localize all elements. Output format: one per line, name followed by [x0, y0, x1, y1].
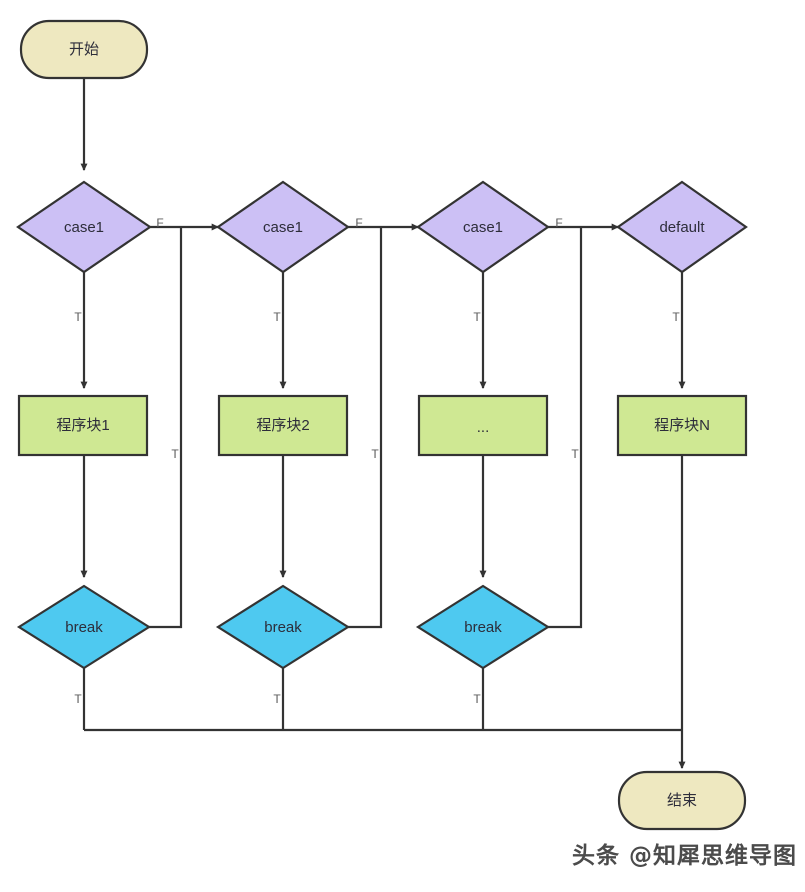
- edge-label-break3-false: T: [571, 447, 579, 461]
- edge-label-case2-true: T: [273, 310, 281, 324]
- edge-break3-false-up-to-default: [548, 228, 583, 629]
- edge-break1-false-up-to-case2: [149, 228, 183, 629]
- case1-shape: [16, 180, 152, 274]
- break3-label: break: [464, 619, 502, 636]
- case2-label: case1: [263, 219, 303, 236]
- node-block3[interactable]: ...: [417, 394, 549, 457]
- edge-label-case2-false: F: [355, 216, 362, 230]
- case1-label: case1: [64, 219, 104, 236]
- node-start[interactable]: 开始: [19, 19, 149, 80]
- break1-shape: [16, 584, 152, 670]
- break1-label: break: [65, 619, 103, 636]
- node-break1[interactable]: break: [16, 584, 152, 670]
- node-case2[interactable]: case1: [216, 180, 350, 274]
- break3-shape: [415, 584, 551, 670]
- node-case3[interactable]: case1: [416, 180, 550, 274]
- edge-label-default-true: T: [672, 310, 680, 324]
- start-label: 开始: [69, 41, 99, 58]
- edge-label-break1-false: T: [171, 447, 179, 461]
- node-block2[interactable]: 程序块2: [217, 394, 349, 457]
- edge-label-case3-true: T: [473, 310, 481, 324]
- case3-shape: [416, 180, 550, 274]
- break2-label: break: [264, 619, 302, 636]
- node-end[interactable]: 结束: [617, 770, 747, 831]
- edge-break2-false-up-to-case3: [348, 228, 383, 629]
- default-shape: [616, 180, 748, 274]
- case2-shape: [216, 180, 350, 274]
- edge-label-case1-false: F: [156, 216, 163, 230]
- block1-shape: [17, 394, 149, 457]
- block2-label: 程序块2: [256, 417, 309, 434]
- edge-label-case1-true: T: [74, 310, 82, 324]
- block3-shape: [417, 394, 549, 457]
- block2-shape: [217, 394, 349, 457]
- block3-label: ...: [477, 419, 490, 436]
- edge-label-break2-false: T: [371, 447, 379, 461]
- node-block1[interactable]: 程序块1: [17, 394, 149, 457]
- default-label: default: [659, 219, 705, 236]
- edge-label-case3-false: F: [555, 216, 562, 230]
- case3-label: case1: [463, 219, 503, 236]
- break2-shape: [215, 584, 351, 670]
- node-break3[interactable]: break: [415, 584, 551, 670]
- end-label: 结束: [667, 792, 697, 809]
- start-shape: [19, 19, 149, 80]
- edge-label-break3-true: T: [473, 692, 481, 706]
- node-break2[interactable]: break: [215, 584, 351, 670]
- edge-label-break1-true: T: [74, 692, 82, 706]
- watermark-text: 头条 @知犀思维导图: [571, 843, 797, 869]
- node-case1[interactable]: case1: [16, 180, 152, 274]
- end-shape: [617, 770, 747, 831]
- node-default[interactable]: default: [616, 180, 748, 274]
- blockn-shape: [616, 394, 748, 457]
- edge-label-break2-true: T: [273, 692, 281, 706]
- blockn-label: 程序块N: [654, 417, 710, 434]
- block1-label: 程序块1: [56, 417, 109, 434]
- node-blockn[interactable]: 程序块N: [616, 394, 748, 457]
